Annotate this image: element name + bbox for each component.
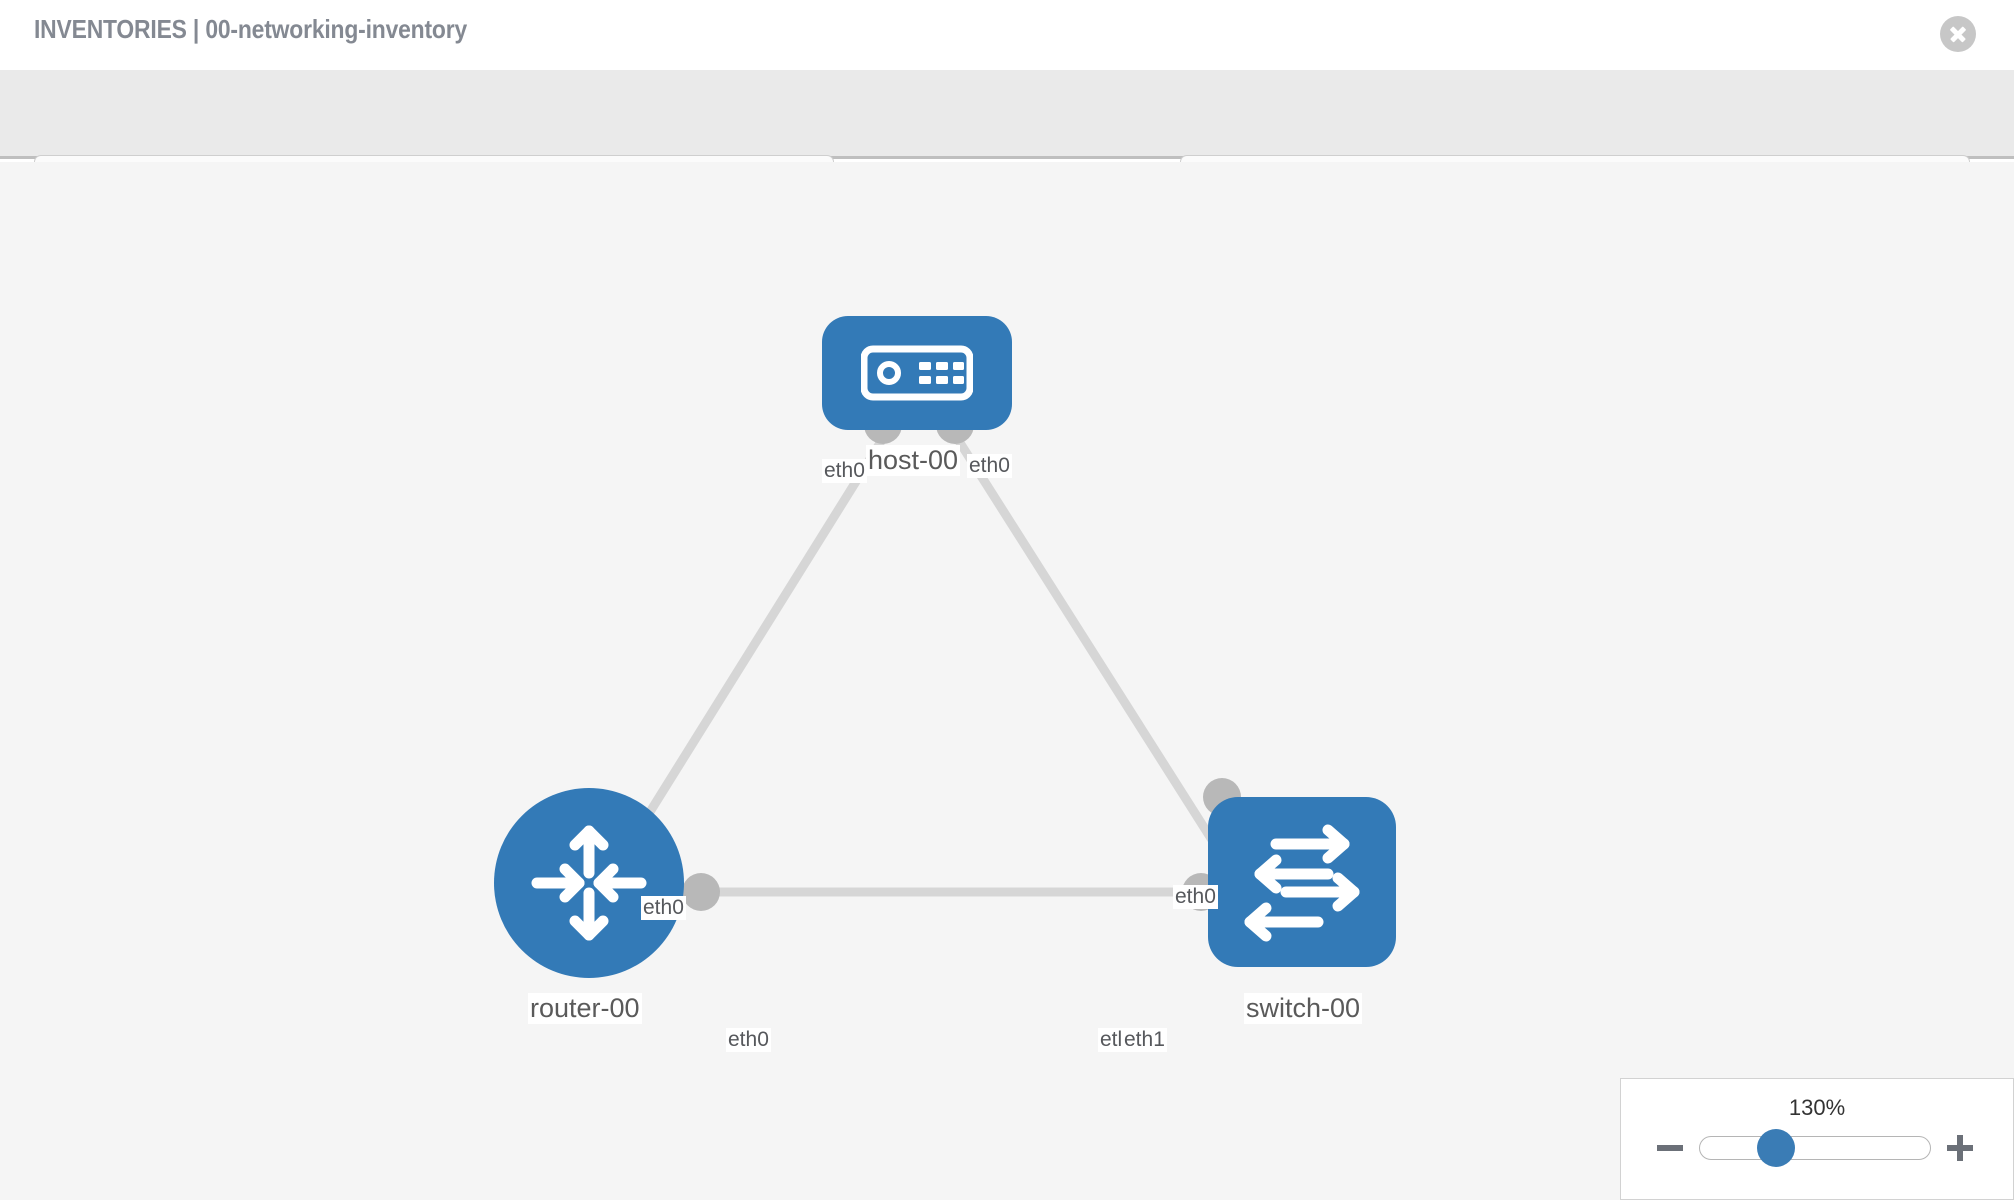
edge-label-switch-left-overlap: etl	[1098, 1028, 1125, 1052]
minus-icon	[1657, 1145, 1683, 1151]
edge-label-host-right: eth0	[967, 454, 1012, 478]
edge-label-router-right: eth0	[726, 1028, 771, 1052]
zoom-control-panel: 130%	[1620, 1078, 2014, 1200]
page-header: INVENTORIES | 00-networking-inventory	[0, 0, 2014, 70]
node-router-00[interactable]	[494, 788, 684, 978]
close-icon[interactable]	[1940, 16, 1976, 52]
server-icon	[861, 345, 973, 401]
edge-label-switch-left: eth1	[1122, 1028, 1167, 1052]
node-router-00-shape	[494, 788, 684, 978]
router-icon	[531, 825, 647, 941]
node-host-00-shape	[822, 316, 1012, 430]
node-switch-00-label: switch-00	[1244, 993, 1363, 1024]
zoom-slider-track[interactable]	[1699, 1136, 1931, 1160]
node-switch-00-shape	[1208, 797, 1396, 967]
edge-label-switch-up: eth0	[1173, 885, 1218, 909]
zoom-out-button[interactable]	[1655, 1133, 1685, 1163]
page-title: INVENTORIES | 00-networking-inventory	[34, 14, 468, 44]
zoom-slider-thumb[interactable]	[1757, 1129, 1795, 1167]
edge-label-host-left: eth0	[822, 459, 867, 483]
edge-label-router-up: eth0	[641, 896, 686, 920]
zoom-in-button[interactable]	[1945, 1133, 1975, 1163]
topology-canvas[interactable]: host-00 eth0 eth0 router-00 eth0 eth0	[0, 162, 2014, 1200]
connector-router-right	[682, 873, 720, 911]
toolbar: ACTIONS SEARCH	[0, 70, 2014, 207]
node-host-00[interactable]	[822, 316, 1012, 430]
node-switch-00[interactable]	[1208, 797, 1396, 967]
node-host-00-label: host-00	[866, 445, 961, 476]
node-router-00-label: router-00	[528, 993, 642, 1024]
zoom-level-value: 130%	[1788, 1095, 1846, 1120]
plus-icon-vertical	[1957, 1135, 1963, 1161]
link-host-switch	[945, 422, 1250, 897]
switch-icon	[1244, 824, 1360, 942]
